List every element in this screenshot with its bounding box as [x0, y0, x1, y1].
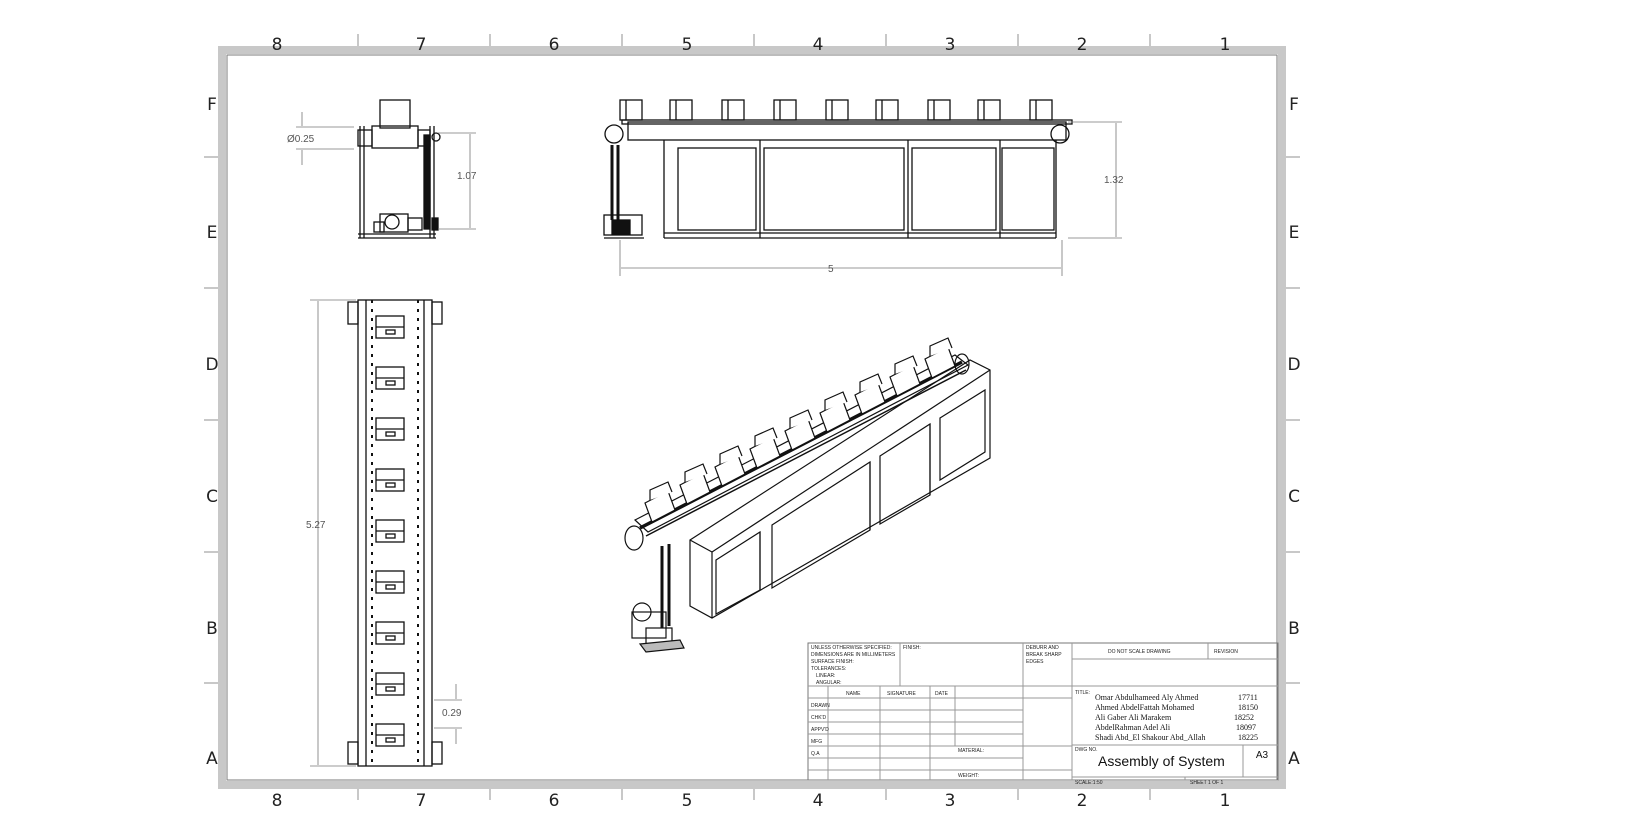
- dimension-top-length: 5.27: [306, 520, 326, 531]
- general-note: UNLESS OTHERWISE SPECIFIED:: [811, 645, 892, 651]
- title-label: TITLE:: [1075, 690, 1090, 696]
- column-label-top: 8: [272, 35, 283, 55]
- col-header-signature: SIGNATURE: [887, 691, 916, 697]
- row-label-right: D: [1287, 355, 1300, 375]
- row-label-left: C: [206, 487, 218, 507]
- dimension-front-height: 1.32: [1104, 175, 1124, 186]
- general-note: DIMENSIONS ARE IN MILLIMETERS: [811, 652, 896, 658]
- material-label: MATERIAL:: [958, 748, 984, 754]
- row-label-right: F: [1289, 95, 1299, 115]
- column-label-top: 2: [1077, 35, 1088, 55]
- row-label-right: B: [1288, 619, 1300, 639]
- row-label-right: A: [1288, 749, 1300, 769]
- student-name: AbdelRahman Adel Ali: [1095, 723, 1171, 732]
- isometric-view: [624, 353, 991, 653]
- student-id: 17711: [1238, 693, 1258, 702]
- column-label-bottom: 3: [945, 791, 956, 811]
- column-label-top: 5: [682, 35, 693, 55]
- finish-label: FINISH:: [903, 645, 921, 651]
- side-view-dimensions: [296, 112, 476, 230]
- general-note: ANGULAR:: [816, 680, 842, 686]
- student-name: Ahmed AbdelFattah Mohamed: [1095, 703, 1194, 712]
- student-id: 18150: [1238, 703, 1258, 712]
- general-note: TOLERANCES:: [811, 666, 846, 672]
- col-header-name: NAME: [846, 691, 861, 697]
- row-label-right: E: [1289, 223, 1300, 243]
- column-label-bottom: 5: [682, 791, 693, 811]
- top-view-dimensions: [310, 299, 462, 767]
- row-label-left: A: [206, 749, 218, 769]
- column-label-bottom: 6: [549, 791, 560, 811]
- deburr-note: DEBURR AND: [1026, 645, 1059, 651]
- student-name: Omar Abdulhameed Aly Ahmed: [1095, 693, 1198, 702]
- dimension-top-spacing: 0.29: [442, 708, 462, 719]
- general-note: LINEAR:: [816, 673, 835, 679]
- row-label-checked: CHK'D: [811, 715, 827, 721]
- row-label-qa: Q.A: [811, 751, 820, 757]
- do-not-scale-note: DO NOT SCALE DRAWING: [1108, 649, 1171, 655]
- dwg-no-label: DWG NO.: [1075, 747, 1098, 753]
- column-label-bottom: 7: [416, 791, 427, 811]
- side-view: [357, 99, 441, 239]
- row-label-approved: APPV'D: [811, 727, 829, 733]
- student-id: 18225: [1238, 733, 1258, 742]
- row-label-left: D: [205, 355, 218, 375]
- row-label-left: B: [206, 619, 218, 639]
- row-label-drawn: DRAWN: [811, 703, 830, 709]
- column-label-top: 1: [1220, 35, 1231, 55]
- revision-label: REVISION: [1214, 649, 1238, 655]
- student-id: 18252: [1234, 713, 1254, 722]
- front-view-dimensions: [619, 121, 1122, 276]
- column-label-top: 7: [416, 35, 427, 55]
- dimension-front-length: 5: [828, 264, 834, 275]
- row-label-mfg: MFG: [811, 739, 822, 745]
- scale-label: SCALE:1:50: [1075, 780, 1103, 786]
- drawing-title: Assembly of System: [1098, 753, 1225, 769]
- col-header-date: DATE: [935, 691, 949, 697]
- general-note: SURFACE FINISH:: [811, 659, 854, 665]
- top-view: [347, 299, 443, 767]
- column-label-bottom: 4: [813, 791, 824, 811]
- column-label-top: 3: [945, 35, 956, 55]
- column-label-bottom: 2: [1077, 791, 1088, 811]
- title-block: [807, 642, 1279, 781]
- title-block-text: UNLESS OTHERWISE SPECIFIED: DIMENSIONS A…: [811, 645, 1269, 786]
- sheet-size: A3: [1256, 750, 1269, 761]
- weight-label: WEIGHT:: [958, 773, 979, 779]
- column-label-top: 4: [813, 35, 824, 55]
- isometric-containers: [644, 337, 956, 523]
- student-name: Shadi Abd_El Shakour Abd_Allah: [1095, 733, 1205, 742]
- sheet-border: [218, 46, 1286, 789]
- dimension-side-height: 1.07: [457, 171, 477, 182]
- deburr-note: EDGES: [1026, 659, 1044, 665]
- deburr-note: BREAK SHARP: [1026, 652, 1062, 658]
- front-view: [603, 99, 1073, 239]
- column-label-bottom: 1: [1220, 791, 1231, 811]
- student-name: Ali Gaber Ali Marakem: [1095, 713, 1172, 722]
- dimension-hole-diameter: Ø0.25: [287, 134, 315, 145]
- row-label-right: C: [1288, 487, 1300, 507]
- student-id: 18097: [1236, 723, 1256, 732]
- row-label-left: F: [207, 95, 217, 115]
- column-label-bottom: 8: [272, 791, 283, 811]
- sheet-of-label: SHEET 1 OF 1: [1190, 780, 1223, 786]
- row-label-left: E: [207, 223, 218, 243]
- zone-ticks: [204, 34, 1300, 800]
- column-label-top: 6: [549, 35, 560, 55]
- zone-labels: 8 7 6 5 4 3 2 1 8 7 6 5 4 3 2 1 F E D C …: [205, 35, 1300, 811]
